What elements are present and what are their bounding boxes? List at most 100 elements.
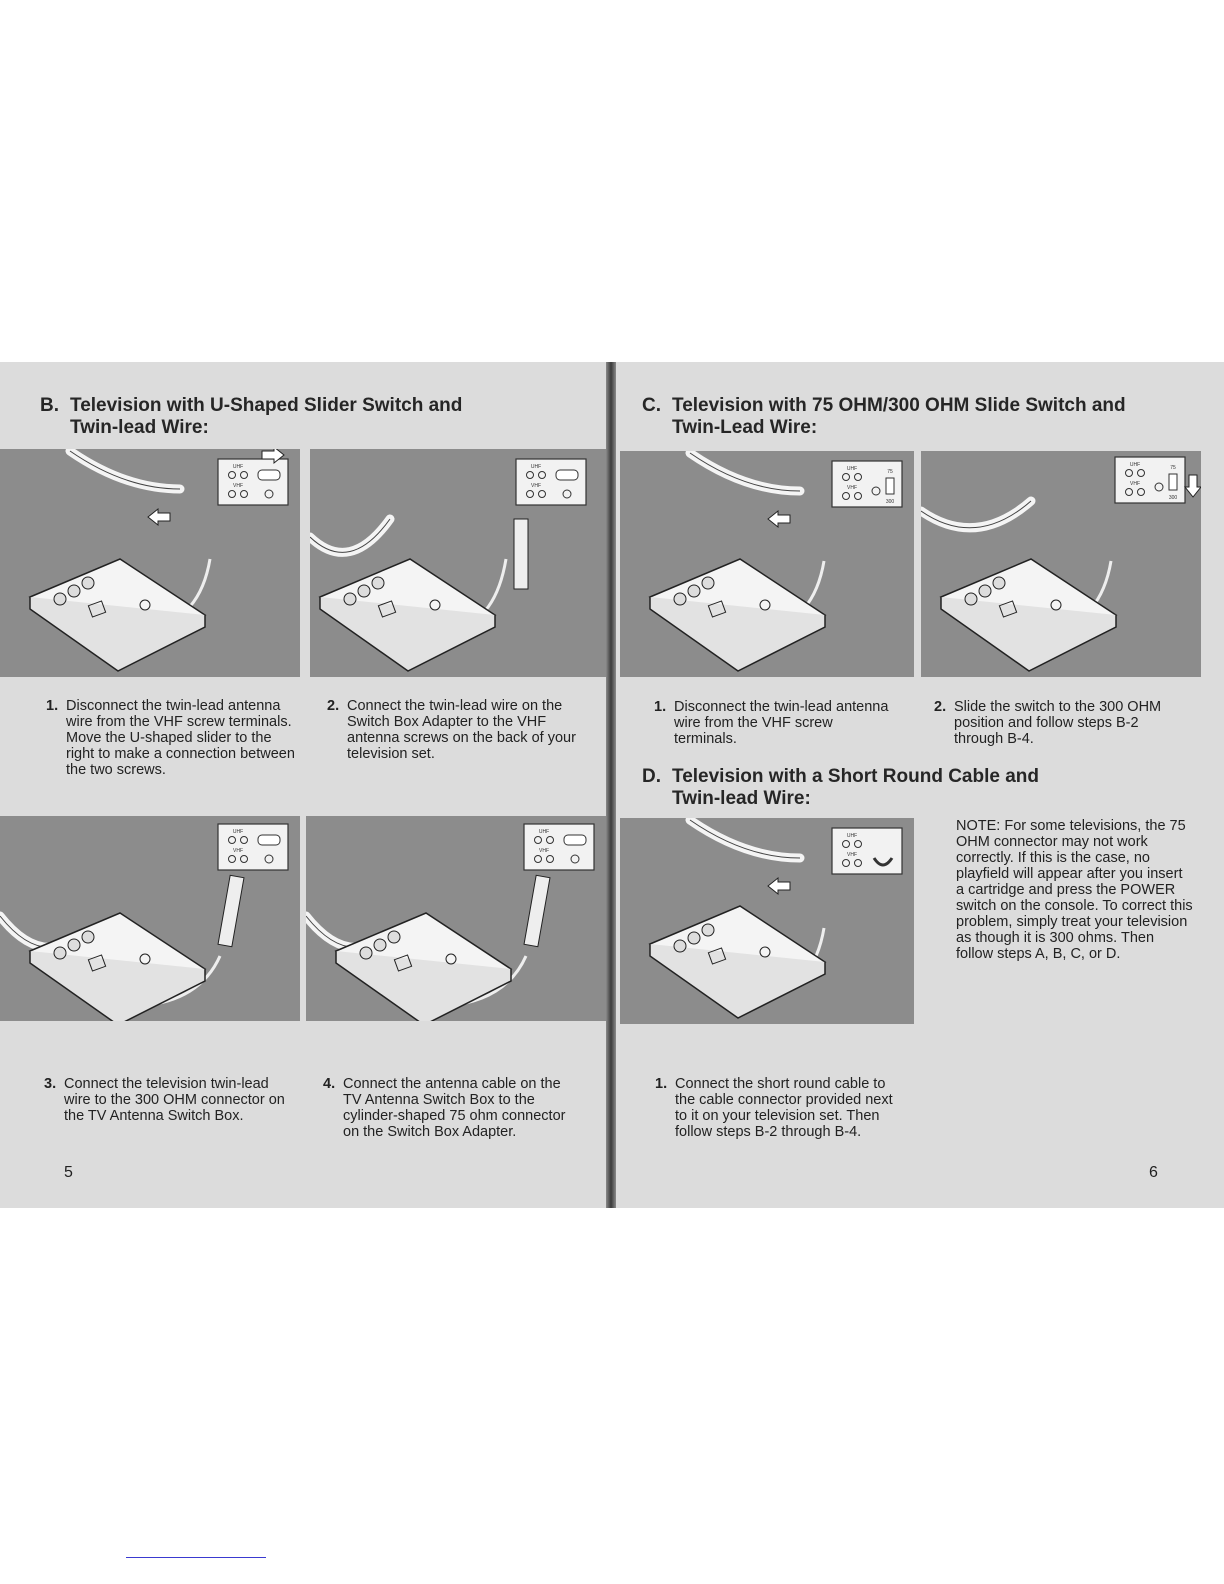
section-c-title-line1: Television with 75 OHM/300 OHM Slide Swi…	[642, 395, 1126, 417]
step-b1-number: 1.	[46, 698, 58, 714]
step-b4-text: Connect the antenna cable on the TV Ante…	[323, 1076, 579, 1140]
illustration-art: UHF VHF	[620, 818, 914, 1024]
terminal-screw-icon	[674, 940, 686, 952]
terminal-screw-icon	[688, 932, 700, 944]
terminal-screw-icon	[344, 593, 356, 605]
u-slider-icon	[564, 835, 586, 845]
terminal-screw-icon	[993, 577, 1005, 589]
left-arrow-icon	[768, 878, 790, 894]
step-d1-number: 1.	[655, 1076, 667, 1092]
tv-terminal-panel: UHFVHF75300	[1115, 457, 1185, 503]
twin-lead-wire	[310, 519, 390, 552]
step-c2-number: 2.	[934, 699, 946, 715]
page-left: B. Television with U-Shaped Slider Switc…	[0, 362, 606, 1208]
vhf-label: VHF	[1130, 481, 1140, 487]
uhf-label: UHF	[531, 464, 541, 470]
antenna-switch-box	[30, 559, 205, 671]
step-b4-number: 4.	[323, 1076, 335, 1092]
terminal-screw-icon	[702, 924, 714, 936]
terminal-screw-icon	[54, 593, 66, 605]
down-arrow-icon	[1185, 475, 1201, 497]
step-c2-text: Slide the switch to the 300 OHM position…	[934, 699, 1164, 747]
vhf-label: VHF	[847, 852, 857, 858]
terminal-screw-icon	[82, 577, 94, 589]
illustration-art: UHFVHF	[0, 449, 300, 677]
step-b2-text: Connect the twin-lead wire on the Switch…	[327, 698, 577, 762]
antenna-switch-box	[30, 913, 205, 1021]
illustration-art: UHFVHF	[310, 449, 606, 677]
step-b3: 3. Connect the television twin-lead wire…	[44, 1076, 296, 1124]
ohm75-label: 75	[1170, 465, 1176, 471]
terminal-screw-icon	[54, 947, 66, 959]
slide-switch-icon	[1169, 474, 1177, 490]
illustration-b3: UHFVHF	[0, 816, 300, 1021]
step-b3-text: Connect the television twin-lead wire to…	[44, 1076, 296, 1124]
ohm300-label: 300	[886, 499, 895, 505]
terminal-screw-icon	[674, 593, 686, 605]
section-d-title-line1: Television with a Short Round Cable and	[642, 766, 1039, 788]
terminal-screw-icon	[82, 931, 94, 943]
illustration-art: UHFVHF75300	[921, 451, 1201, 677]
uhf-label: UHF	[233, 829, 243, 835]
manual-spread: B. Television with U-Shaped Slider Switc…	[0, 362, 1224, 1208]
book-gutter	[606, 362, 616, 1208]
section-d-heading: D. Television with a Short Round Cable a…	[642, 766, 1039, 810]
switch-box-adapter	[514, 519, 528, 589]
section-b-heading: B. Television with U-Shaped Slider Switc…	[40, 395, 462, 439]
section-b-letter: B.	[40, 395, 59, 417]
note-75-ohm: NOTE: For some televisions, the 75 OHM c…	[956, 818, 1194, 962]
terminal-screw-icon	[68, 939, 80, 951]
illustration-art: UHFVHF75300	[620, 451, 914, 677]
uhf-label: UHF	[847, 466, 857, 472]
section-b-title-line1: Television with U-Shaped Slider Switch a…	[40, 395, 462, 417]
uhf-label: UHF	[539, 829, 549, 835]
page-number-left: 5	[64, 1164, 73, 1182]
step-c2: 2. Slide the switch to the 300 OHM posit…	[934, 699, 1164, 747]
step-c1: 1. Disconnect the twin-lead antenna wire…	[654, 699, 894, 747]
illustration-b4: UHF VHF	[306, 816, 606, 1021]
illustration-d1: UHF VHF	[620, 818, 914, 1024]
tv-terminal-panel: UHF VHF	[832, 828, 902, 874]
uhf-label: UHF	[233, 464, 243, 470]
terminal-screw-icon	[68, 585, 80, 597]
section-d-title-line2: Twin-lead Wire:	[642, 788, 1039, 810]
step-b1: 1. Disconnect the twin-lead antenna wire…	[46, 698, 296, 778]
section-c-heading: C. Television with 75 OHM/300 OHM Slide …	[642, 395, 1126, 439]
slide-switch-icon	[886, 478, 894, 494]
section-d-letter: D.	[642, 766, 661, 788]
switch-box-adapter	[218, 875, 244, 946]
step-b2: 2. Connect the twin-lead wire on the Swi…	[327, 698, 577, 762]
section-c-title-line2: Twin-Lead Wire:	[642, 417, 1126, 439]
step-b4: 4. Connect the antenna cable on the TV A…	[323, 1076, 579, 1140]
footer-rule	[126, 1557, 266, 1558]
uhf-label: UHF	[847, 833, 857, 839]
step-c1-text: Disconnect the twin-lead antenna wire fr…	[654, 699, 894, 747]
terminal-screw-icon	[979, 585, 991, 597]
twin-lead-wire	[690, 453, 800, 491]
tv-terminal-panel: UHF VHF	[524, 824, 594, 870]
switch-box-adapter	[524, 875, 550, 946]
page-number-right: 6	[1149, 1164, 1158, 1182]
terminal-screw-icon	[358, 585, 370, 597]
antenna-switch-box	[650, 559, 825, 671]
step-b1-text: Disconnect the twin-lead antenna wire fr…	[46, 698, 296, 778]
left-arrow-icon	[148, 509, 170, 525]
uhf-label: UHF	[1130, 462, 1140, 468]
terminal-screw-icon	[374, 939, 386, 951]
step-b2-number: 2.	[327, 698, 339, 714]
vhf-label: VHF	[539, 848, 549, 854]
terminal-screw-icon	[688, 585, 700, 597]
step-c1-number: 1.	[654, 699, 666, 715]
u-slider-icon	[556, 470, 578, 480]
section-b-title-line2: Twin-lead Wire:	[40, 417, 462, 439]
illustration-art: UHFVHF	[0, 816, 300, 1021]
section-c-letter: C.	[642, 395, 661, 417]
twin-lead-wire	[70, 451, 180, 489]
vhf-label: VHF	[847, 485, 857, 491]
step-d1-text: Connect the short round cable to the cab…	[655, 1076, 903, 1140]
page-right: C. Television with 75 OHM/300 OHM Slide …	[616, 362, 1224, 1208]
